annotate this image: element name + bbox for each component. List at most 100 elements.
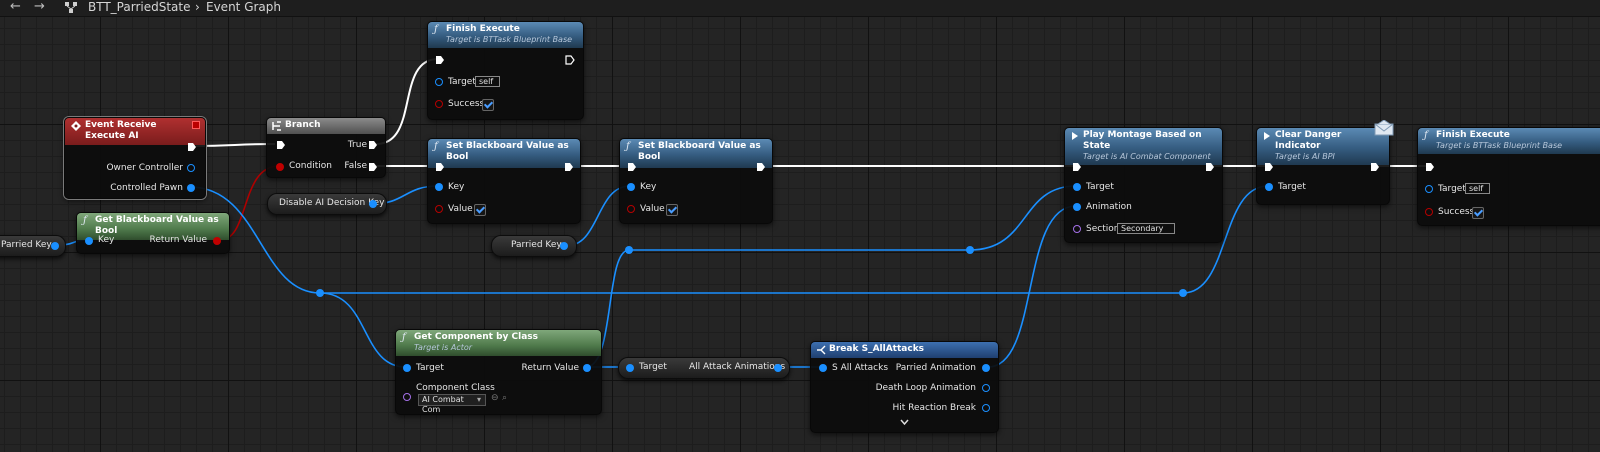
controlled-pawn-pin[interactable] xyxy=(187,184,195,192)
owner-controller-pin[interactable] xyxy=(187,164,195,172)
node-header: ƒ Get Blackboard Value as Bool xyxy=(77,213,229,240)
breadcrumb-asset[interactable]: BTT_ParriedState xyxy=(88,0,191,14)
component-class-dropdown[interactable]: AI Combat Com xyxy=(418,394,486,414)
break-struct-node[interactable]: Break S_AllAttacks S All Attacks Parried… xyxy=(810,341,999,433)
pin-label: Controlled Pawn xyxy=(110,183,183,193)
clear-danger-indicator-node[interactable]: Clear Danger Indicator Target is AI BPI … xyxy=(1256,127,1390,205)
exec-false-pin[interactable] xyxy=(368,162,378,172)
struct-in-pin[interactable] xyxy=(819,364,827,372)
key-pin[interactable] xyxy=(627,183,635,191)
exec-in-pin[interactable] xyxy=(1264,162,1274,172)
pin-label: Target xyxy=(639,362,667,372)
node-title: Play Montage Based on State xyxy=(1083,130,1202,151)
back-arrow-icon[interactable]: ← xyxy=(10,0,21,14)
section-pin[interactable] xyxy=(1073,225,1081,233)
node-header: ƒ Finish Execute Target is BTTask Bluepr… xyxy=(428,22,583,48)
variable-out-pin[interactable] xyxy=(51,242,59,250)
value-checkbox[interactable] xyxy=(474,204,486,216)
value-pin[interactable] xyxy=(627,205,635,213)
exec-out-pin[interactable] xyxy=(756,162,766,172)
reroute-knot[interactable] xyxy=(966,246,974,254)
node-title: Finish Execute xyxy=(1436,130,1510,140)
set-blackboard-bool-node[interactable]: ƒ Set Blackboard Value as Bool Key Value xyxy=(619,138,773,224)
exec-in-pin[interactable] xyxy=(1072,162,1082,172)
target-self-field[interactable]: self xyxy=(1465,183,1490,194)
key-pin[interactable] xyxy=(85,237,93,245)
target-pin[interactable] xyxy=(1425,185,1433,193)
get-all-attack-animations-node[interactable]: Target All Attack Animations xyxy=(618,357,790,379)
animation-pin[interactable] xyxy=(1073,203,1081,211)
target-pin[interactable] xyxy=(1073,183,1081,191)
node-header: ƒ Finish Execute Target is BTTask Bluepr… xyxy=(1418,128,1600,154)
value-checkbox[interactable] xyxy=(666,204,678,216)
death-loop-animation-pin[interactable] xyxy=(982,384,990,392)
node-subtitle: Target is BTTask Blueprint Base xyxy=(1436,141,1563,150)
object-wire xyxy=(189,186,321,294)
variable-out-pin[interactable] xyxy=(560,242,568,250)
component-class-pin[interactable] xyxy=(403,393,411,401)
target-pin[interactable] xyxy=(435,78,443,86)
exec-in-pin[interactable] xyxy=(276,140,286,150)
reroute-knot[interactable] xyxy=(316,289,324,297)
dropdown-value: AI Combat Com xyxy=(422,395,464,414)
success-checkbox[interactable] xyxy=(482,99,494,111)
target-pin[interactable] xyxy=(1265,183,1273,191)
target-pin[interactable] xyxy=(626,364,634,372)
exec-out-pin[interactable] xyxy=(564,162,574,172)
variable-out-pin[interactable] xyxy=(369,200,377,208)
variable-getter-disable-ai-decision-key[interactable]: Disable AI Decision Key xyxy=(267,193,387,215)
exec-in-pin[interactable] xyxy=(435,162,445,172)
get-blackboard-bool-node[interactable]: ƒ Get Blackboard Value as Bool Key Retur… xyxy=(76,212,230,254)
dropdown-arrow-icon[interactable]: ▾ xyxy=(477,395,482,404)
section-name-field[interactable]: Secondary xyxy=(1117,223,1175,234)
chevron-down-icon[interactable] xyxy=(900,419,909,426)
reroute-knot[interactable] xyxy=(625,246,633,254)
pin-label: Value xyxy=(448,204,473,214)
variable-getter-parried-key[interactable]: Parried Key xyxy=(0,235,66,257)
success-checkbox[interactable] xyxy=(1472,207,1484,219)
condition-pin[interactable] xyxy=(276,163,284,171)
pin-label: Animation xyxy=(1086,202,1132,212)
function-icon: ƒ xyxy=(434,24,438,35)
exec-out-pin[interactable] xyxy=(187,142,197,152)
breadcrumb-graph[interactable]: Event Graph xyxy=(206,0,281,14)
forward-arrow-icon[interactable]: → xyxy=(34,0,45,14)
object-wire xyxy=(1182,185,1269,294)
reroute-knot[interactable] xyxy=(1179,289,1187,297)
success-pin[interactable] xyxy=(435,100,443,108)
return-value-pin[interactable] xyxy=(213,237,221,245)
target-pin[interactable] xyxy=(403,364,411,372)
node-header: ƒ Set Blackboard Value as Bool xyxy=(428,139,580,168)
all-attack-animations-pin[interactable] xyxy=(774,364,782,372)
return-value-pin[interactable] xyxy=(583,364,591,372)
delegate-pin-icon[interactable] xyxy=(192,121,200,129)
play-montage-based-on-state-node[interactable]: Play Montage Based on State Target is AI… xyxy=(1064,127,1223,243)
function-icon: ƒ xyxy=(626,141,630,152)
branch-node[interactable]: Branch True Condition False xyxy=(266,117,386,178)
get-component-by-class-node[interactable]: ƒ Get Component by Class Target is Actor… xyxy=(395,329,602,415)
variable-getter-parried-key[interactable]: Parried Key xyxy=(491,235,577,257)
pin-label: Hit Reaction Break xyxy=(892,403,976,413)
parried-animation-pin[interactable] xyxy=(982,364,990,372)
set-blackboard-bool-node[interactable]: ƒ Set Blackboard Value as Bool Key Value xyxy=(427,138,581,224)
exec-out-pin[interactable] xyxy=(565,55,575,65)
key-pin[interactable] xyxy=(435,183,443,191)
success-pin[interactable] xyxy=(1425,208,1433,216)
node-title: Get Component by Class xyxy=(414,332,538,342)
finish-execute-node[interactable]: ƒ Finish Execute Target is BTTask Bluepr… xyxy=(427,21,584,120)
pin-label: Value xyxy=(640,204,665,214)
exec-out-pin[interactable] xyxy=(1205,162,1215,172)
finish-execute-node[interactable]: ƒ Finish Execute Target is BTTask Bluepr… xyxy=(1417,127,1600,226)
exec-true-pin[interactable] xyxy=(368,140,378,150)
event-receive-execute-ai-node[interactable]: Event Receive Execute AI Owner Controlle… xyxy=(64,117,206,199)
target-self-field[interactable]: self xyxy=(475,76,500,87)
hit-reaction-break-pin[interactable] xyxy=(982,404,990,412)
exec-in-pin[interactable] xyxy=(1425,162,1435,172)
use-selected-icon[interactable]: ⊖ xyxy=(491,393,499,403)
exec-out-pin[interactable] xyxy=(1370,162,1380,172)
browse-icon[interactable]: ⌕ xyxy=(502,393,508,403)
exec-in-pin[interactable] xyxy=(627,162,637,172)
exec-in-pin[interactable] xyxy=(435,55,445,65)
value-pin[interactable] xyxy=(435,205,443,213)
